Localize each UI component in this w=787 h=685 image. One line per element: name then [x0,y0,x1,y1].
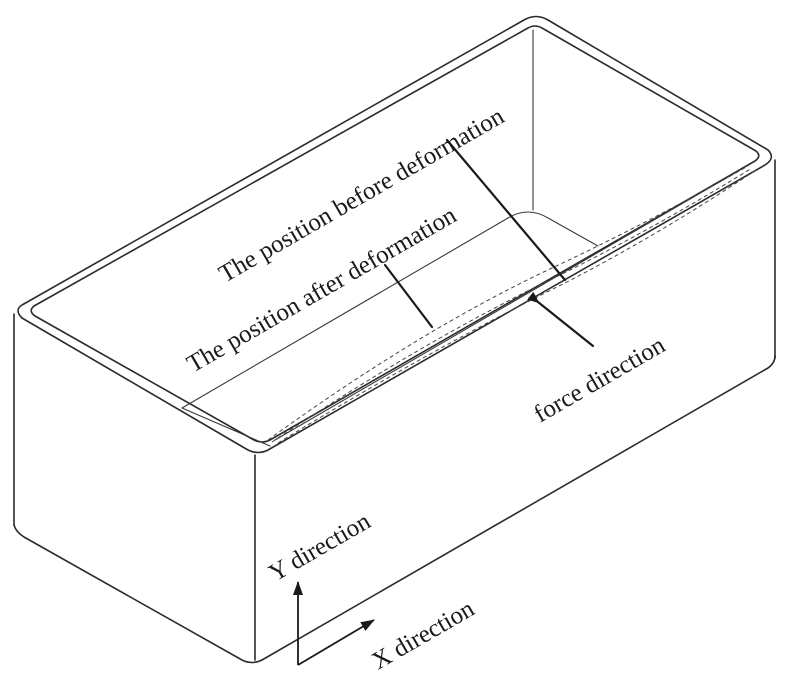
force-arrow [527,291,595,348]
label-force-direction: force direction [530,331,671,428]
deformation-curves [267,165,757,444]
leader-before [445,138,567,282]
inner-floor-front-edge [274,169,741,441]
inner-rim [30,25,760,443]
deformed-edge-3 [277,169,757,444]
label-x-direction: X direction [368,595,480,675]
axes [293,581,375,666]
inner-left-floor-edge [181,217,509,409]
inner-left-vertical [181,407,271,447]
deformed-edge-2 [271,167,753,443]
deformed-edge-1 [267,165,749,441]
x-axis-arrow [297,619,375,666]
bottom-right-edge [261,355,776,661]
label-y-direction: Y direction [265,507,376,587]
bottom-left-edge [13,524,263,664]
leader-after [383,263,434,329]
outer-rim [17,15,773,454]
box-body [13,15,776,664]
